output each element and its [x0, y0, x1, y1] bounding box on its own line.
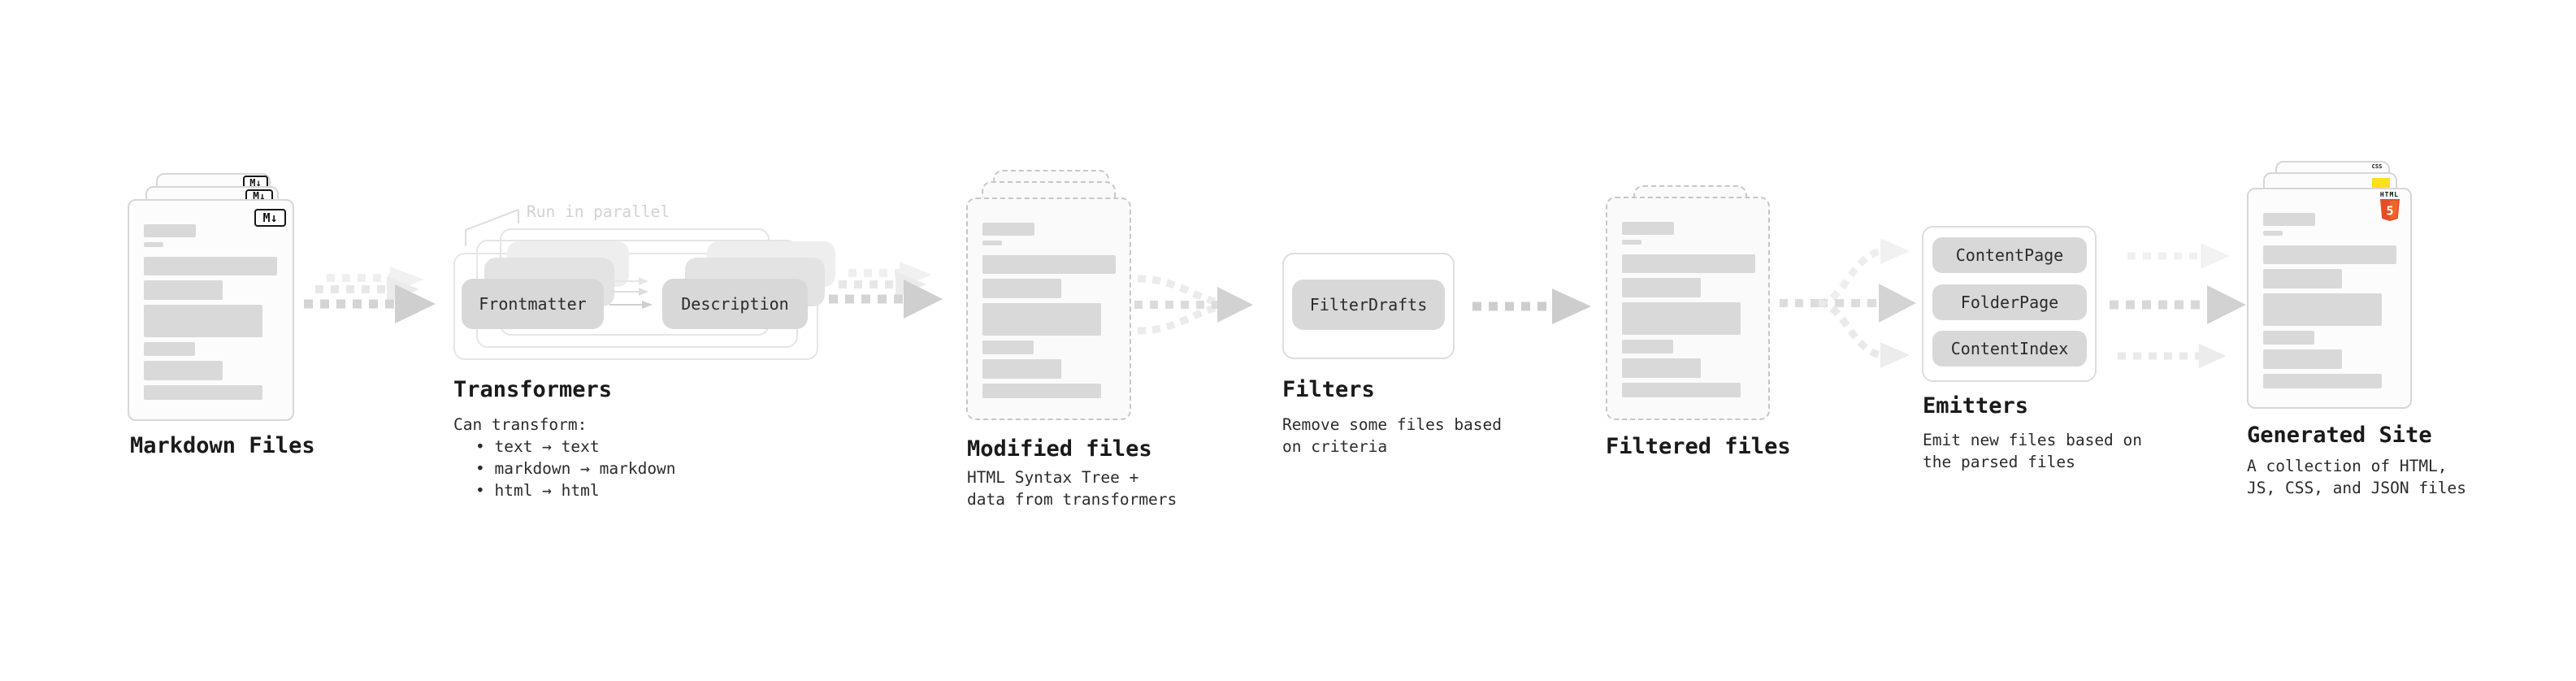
flow-arrow-filters-to-filtered-icon	[1472, 288, 1591, 324]
text-bar	[982, 223, 1034, 236]
text-bar	[1622, 302, 1741, 335]
modified-doc-card-front	[966, 197, 1131, 420]
text-bar	[1622, 222, 1674, 235]
text-bar	[144, 280, 223, 300]
text-bar	[2263, 269, 2342, 288]
flow-arrow-emitters-to-generated-icon	[2110, 243, 2246, 368]
text-bar	[1622, 240, 1641, 245]
desc-line: Emit new files based on	[1923, 431, 2143, 449]
doc-text-bars	[2263, 213, 2396, 388]
stage-title-filtered-files: Filtered files	[1606, 434, 1791, 459]
desc-line: JS, CSS, and JSON files	[2247, 479, 2467, 497]
flow-arrow-converge-to-filters-icon	[1134, 275, 1253, 335]
text-bar	[1622, 340, 1673, 354]
text-bar	[2263, 349, 2342, 369]
desc-bullet: • html → html	[475, 481, 600, 500]
modified-description: HTML Syntax Tree + data from transformer…	[967, 466, 1177, 510]
text-bar	[144, 342, 195, 356]
generated-description: A collection of HTML, JS, CSS, and JSON …	[2247, 455, 2466, 499]
text-bar	[144, 361, 223, 380]
generated-doc-card-front	[2247, 188, 2412, 409]
doc-text-bars	[144, 224, 277, 400]
doc-text-bars	[1622, 222, 1755, 397]
text-bar	[2263, 331, 2314, 345]
filters-description: Remove some files based on criteria	[1282, 414, 1502, 458]
filtered-doc-card-front	[1606, 197, 1770, 420]
text-bar	[144, 242, 163, 247]
transformers-description: Can transform: • text → text • markdown …	[453, 414, 676, 501]
stage-title-modified-files: Modified files	[967, 436, 1152, 462]
emitter-pill-contentpage: ContentPage	[1932, 237, 2087, 273]
text-bar	[1622, 254, 1755, 273]
text-bar	[2263, 293, 2382, 326]
text-bar	[1622, 278, 1701, 297]
text-bar	[982, 241, 1002, 245]
transformer-pill-frontmatter: Frontmatter	[462, 279, 604, 329]
text-bar	[1622, 383, 1741, 397]
desc-line: Can transform:	[453, 415, 588, 434]
transform-arrows-icon	[609, 277, 653, 309]
stage-title-filters: Filters	[1282, 377, 1375, 402]
desc-bullet: • markdown → markdown	[475, 459, 676, 478]
emitters-description: Emit new files based on the parsed files	[1923, 429, 2142, 473]
doc-text-bars	[982, 223, 1116, 398]
desc-line: Remove some files based	[1282, 415, 1503, 434]
text-bar	[982, 255, 1116, 274]
emitter-pill-folderpage: FolderPage	[1932, 284, 2087, 320]
desc-line: HTML Syntax Tree +	[967, 468, 1139, 487]
stage-title-emitters: Emitters	[1923, 393, 2029, 419]
text-bar	[144, 385, 262, 400]
callout-leader-line	[465, 209, 519, 246]
run-in-parallel-note: Run in parallel	[527, 202, 670, 221]
text-bar	[2263, 374, 2382, 388]
transformer-pill-description: Description	[662, 279, 808, 329]
text-bar	[2263, 231, 2283, 236]
flow-arrow-transformers-to-modified-icon	[829, 262, 943, 319]
js-file-icon	[2372, 178, 2390, 188]
text-bar	[982, 340, 1034, 354]
markdown-icon: M↓	[254, 209, 286, 227]
text-bar	[982, 359, 1061, 379]
markdown-doc-card-front	[128, 199, 294, 421]
text-bar	[982, 279, 1061, 298]
html5-icon-word: HTML	[2379, 191, 2400, 198]
html5-icon-number: 5	[2386, 204, 2393, 219]
desc-line: on criteria	[1282, 437, 1388, 456]
text-bar	[2263, 245, 2396, 264]
desc-bullet: • text → text	[475, 437, 600, 456]
stage-title-markdown-files: Markdown Files	[130, 433, 315, 458]
filter-pill-filterdrafts: FilterDrafts	[1292, 280, 1445, 330]
html5-file-icon: HTML 5	[2377, 192, 2402, 222]
text-bar	[144, 305, 262, 337]
desc-line: the parsed files	[1923, 453, 2075, 471]
stage-title-generated-site: Generated Site	[2247, 423, 2432, 448]
markdown-icon: M↓	[243, 176, 268, 189]
text-bar	[144, 224, 196, 237]
text-bar	[1622, 358, 1701, 378]
flow-arrow-markdown-to-transformers-icon	[304, 267, 436, 323]
stage-title-transformers: Transformers	[453, 377, 613, 402]
text-bar	[982, 303, 1101, 336]
desc-line: A collection of HTML,	[2247, 457, 2448, 475]
desc-line: data from transformers	[967, 490, 1177, 509]
flow-arrow-diverge-to-emitters-icon	[1780, 238, 1916, 368]
text-bar	[982, 384, 1101, 398]
transformer-card-front	[453, 253, 818, 360]
text-bar	[2263, 213, 2315, 226]
emitter-pill-contentindex: ContentIndex	[1932, 331, 2087, 367]
text-bar	[144, 257, 277, 275]
